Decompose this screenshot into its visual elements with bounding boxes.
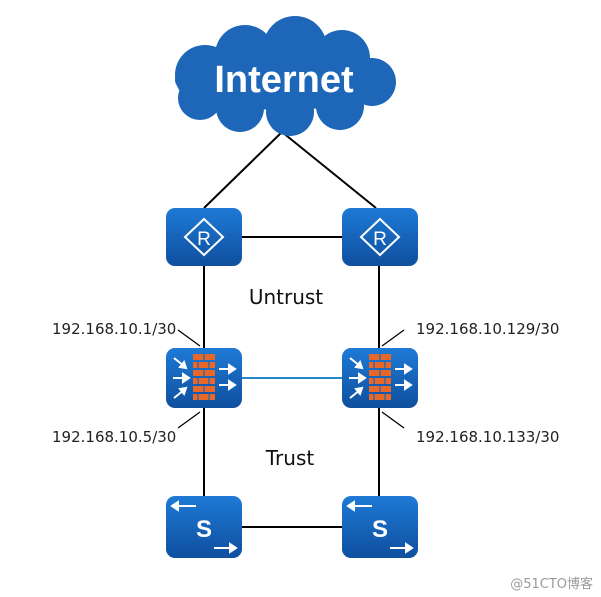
router-symbol: R (373, 229, 387, 250)
link-internet-router-right (281, 131, 377, 209)
firewall-icon (173, 354, 237, 400)
switch-icon: S (346, 500, 414, 554)
ip-label-fw-left-down: 192.168.10.5/30 (52, 428, 176, 446)
internet-cloud: Internet (175, 16, 396, 136)
firewall-left (166, 348, 242, 408)
switch-right: S (342, 496, 418, 558)
zone-untrust-label: Untrust (249, 285, 323, 309)
router-symbol: R (197, 229, 211, 250)
firewall-right (342, 348, 418, 408)
links (203, 131, 380, 528)
link-internet-router-left (203, 131, 283, 209)
ip-label-fw-right-up: 192.168.10.129/30 (416, 320, 559, 338)
internet-label: Internet (214, 59, 354, 101)
zone-trust-label: Trust (265, 446, 315, 470)
switch-symbol: S (372, 516, 388, 543)
switch-left: S (166, 496, 242, 558)
router-left: R (166, 208, 242, 266)
router-right: R (342, 208, 418, 266)
switch-symbol: S (196, 516, 212, 543)
watermark: @51CTO博客 (510, 576, 593, 592)
interface-pointers (177, 329, 405, 429)
ip-label-fw-left-up: 192.168.10.1/30 (52, 320, 176, 338)
ip-label-fw-right-down: 192.168.10.133/30 (416, 428, 559, 446)
router-icon: R (183, 217, 225, 257)
switch-icon: S (170, 500, 238, 554)
router-icon: R (359, 217, 401, 257)
firewall-icon (349, 354, 413, 400)
